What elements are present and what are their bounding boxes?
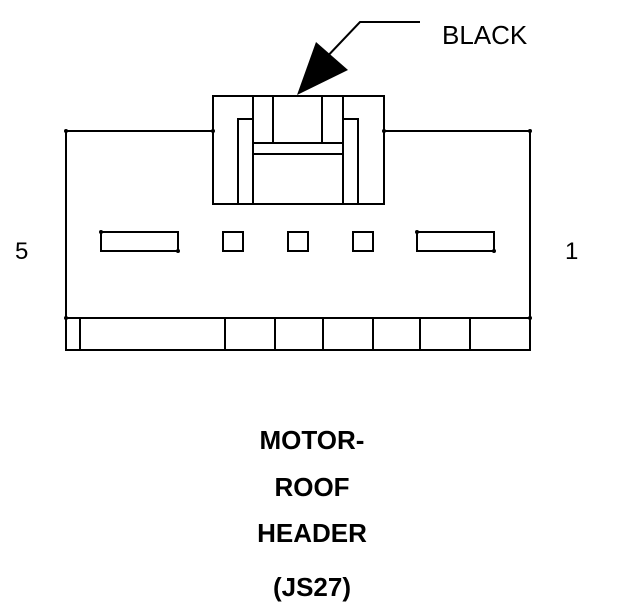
pin-number-left: 5 <box>15 238 29 265</box>
connector-id: (JS27) <box>272 572 352 602</box>
terminal-strip <box>65 317 531 351</box>
cavity-3 <box>287 231 309 252</box>
connector-title-line-1: MOTOR- <box>259 425 365 455</box>
cavity-2 <box>352 231 374 252</box>
latch-arm-left <box>237 118 253 204</box>
callout-leader-line <box>321 21 420 63</box>
callout-arrowhead <box>297 42 348 95</box>
cavity-1 <box>416 231 495 252</box>
callout-label: BLACK <box>442 20 528 50</box>
latch-bar <box>252 142 344 155</box>
pin-number-right: 1 <box>565 238 579 265</box>
cavity-5 <box>100 231 179 252</box>
connector-title-line-3: HEADER <box>257 518 367 548</box>
latch-arm-right <box>343 118 359 204</box>
cavity-4 <box>222 231 244 252</box>
vertex-dots <box>64 129 532 320</box>
terminal-strip-dividers <box>79 318 471 350</box>
connector-title-line-2: ROOF <box>274 472 350 502</box>
lock-tab-housing <box>212 95 385 205</box>
